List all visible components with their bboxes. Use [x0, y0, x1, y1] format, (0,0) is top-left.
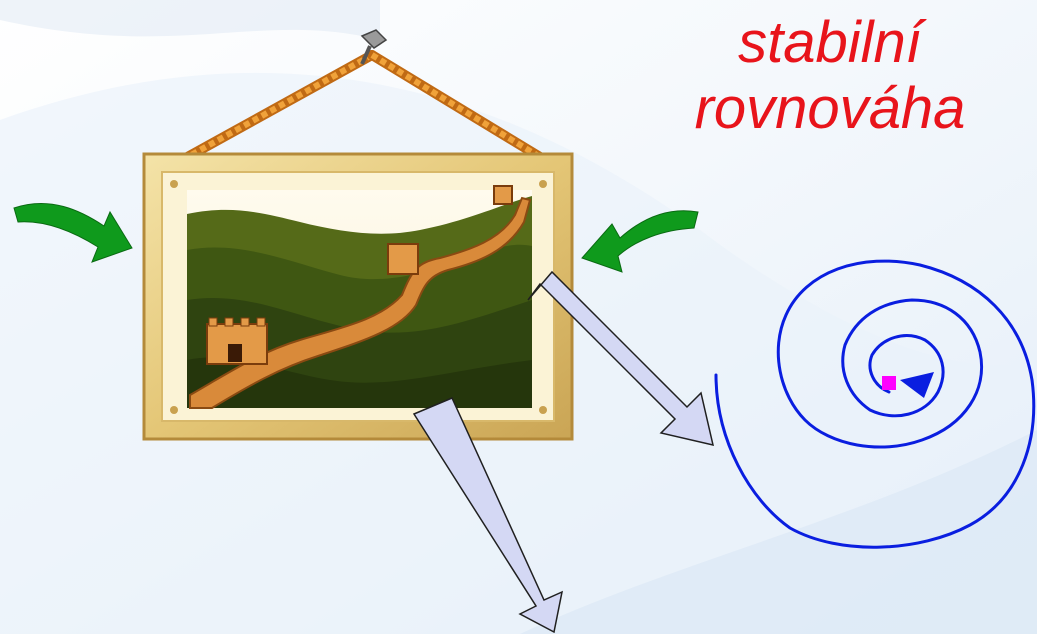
framed-picture	[142, 152, 574, 441]
title-line-1: stabilní	[738, 10, 922, 75]
lavender-arrow-to-spiral	[527, 270, 715, 447]
great-wall	[189, 196, 532, 409]
great-wall-landscape	[187, 185, 532, 409]
damped-oscillation-spiral	[714, 259, 1036, 549]
frame-corner-ornaments	[170, 180, 547, 414]
nail-icon	[360, 29, 388, 65]
background-swoosh-3	[520, 430, 1037, 634]
title-line-2: rovnováha	[694, 76, 966, 141]
slide-title: stabilní rovnováha	[660, 10, 1000, 142]
background-swoosh-2	[0, 0, 380, 40]
rope	[177, 50, 550, 165]
equilibrium-point	[882, 376, 896, 390]
green-arrow-left-icon	[581, 210, 699, 273]
lavender-arrow-down	[412, 397, 564, 634]
green-arrow-right-icon	[13, 203, 133, 263]
watchtower-3	[493, 185, 513, 205]
watchtower-2	[387, 243, 419, 275]
